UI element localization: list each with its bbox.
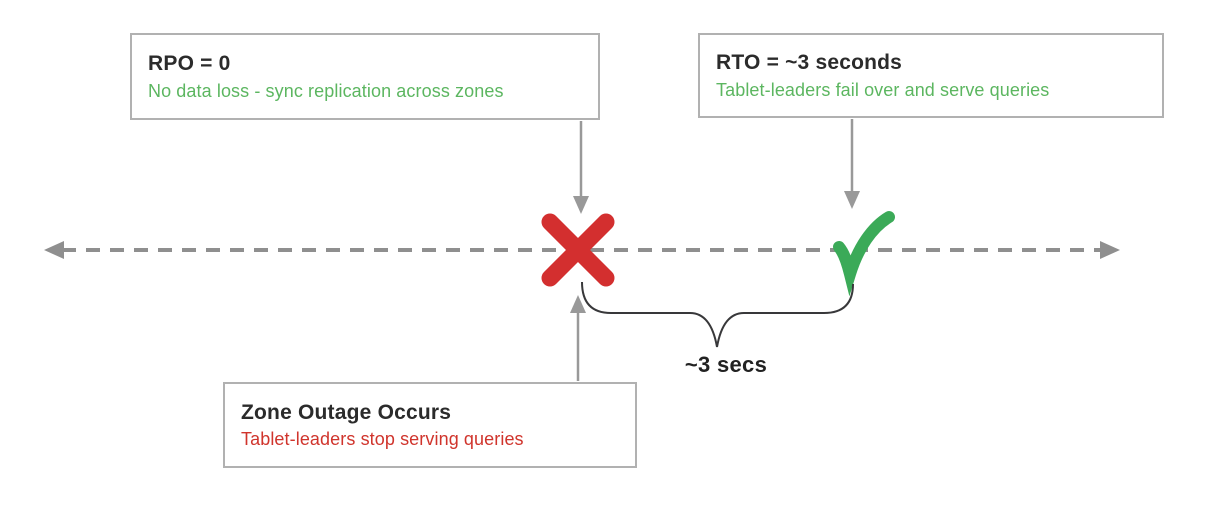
rto-callout-box: RTO = ~3 seconds Tablet-leaders fail ove…: [698, 33, 1164, 118]
red-x-icon: [541, 213, 615, 287]
rpo-subtitle: No data loss - sync replication across z…: [148, 80, 504, 101]
duration-label: ~3 secs: [684, 352, 768, 377]
outage-connector-arrow-icon: [570, 295, 586, 381]
rto-subtitle: Tablet-leaders fail over and serve queri…: [716, 79, 1050, 100]
green-check-icon: [833, 211, 895, 297]
timeline-right-arrowhead-icon: [1100, 241, 1120, 259]
outage-title: Zone Outage Occurs: [241, 400, 452, 424]
duration-brace: [581, 281, 854, 348]
rpo-callout-box: RPO = 0 No data loss - sync replication …: [130, 33, 600, 120]
outage-subtitle: Tablet-leaders stop serving queries: [241, 429, 524, 450]
rto-connector-arrow-icon: [844, 119, 860, 209]
timeline-left-arrowhead-icon: [44, 241, 64, 259]
outage-callout-box: Zone Outage Occurs Tablet-leaders stop s…: [223, 382, 637, 468]
rpo-title: RPO = 0: [148, 52, 231, 76]
rto-title: RTO = ~3 seconds: [716, 51, 903, 75]
rpo-connector-arrow-icon: [573, 121, 589, 214]
